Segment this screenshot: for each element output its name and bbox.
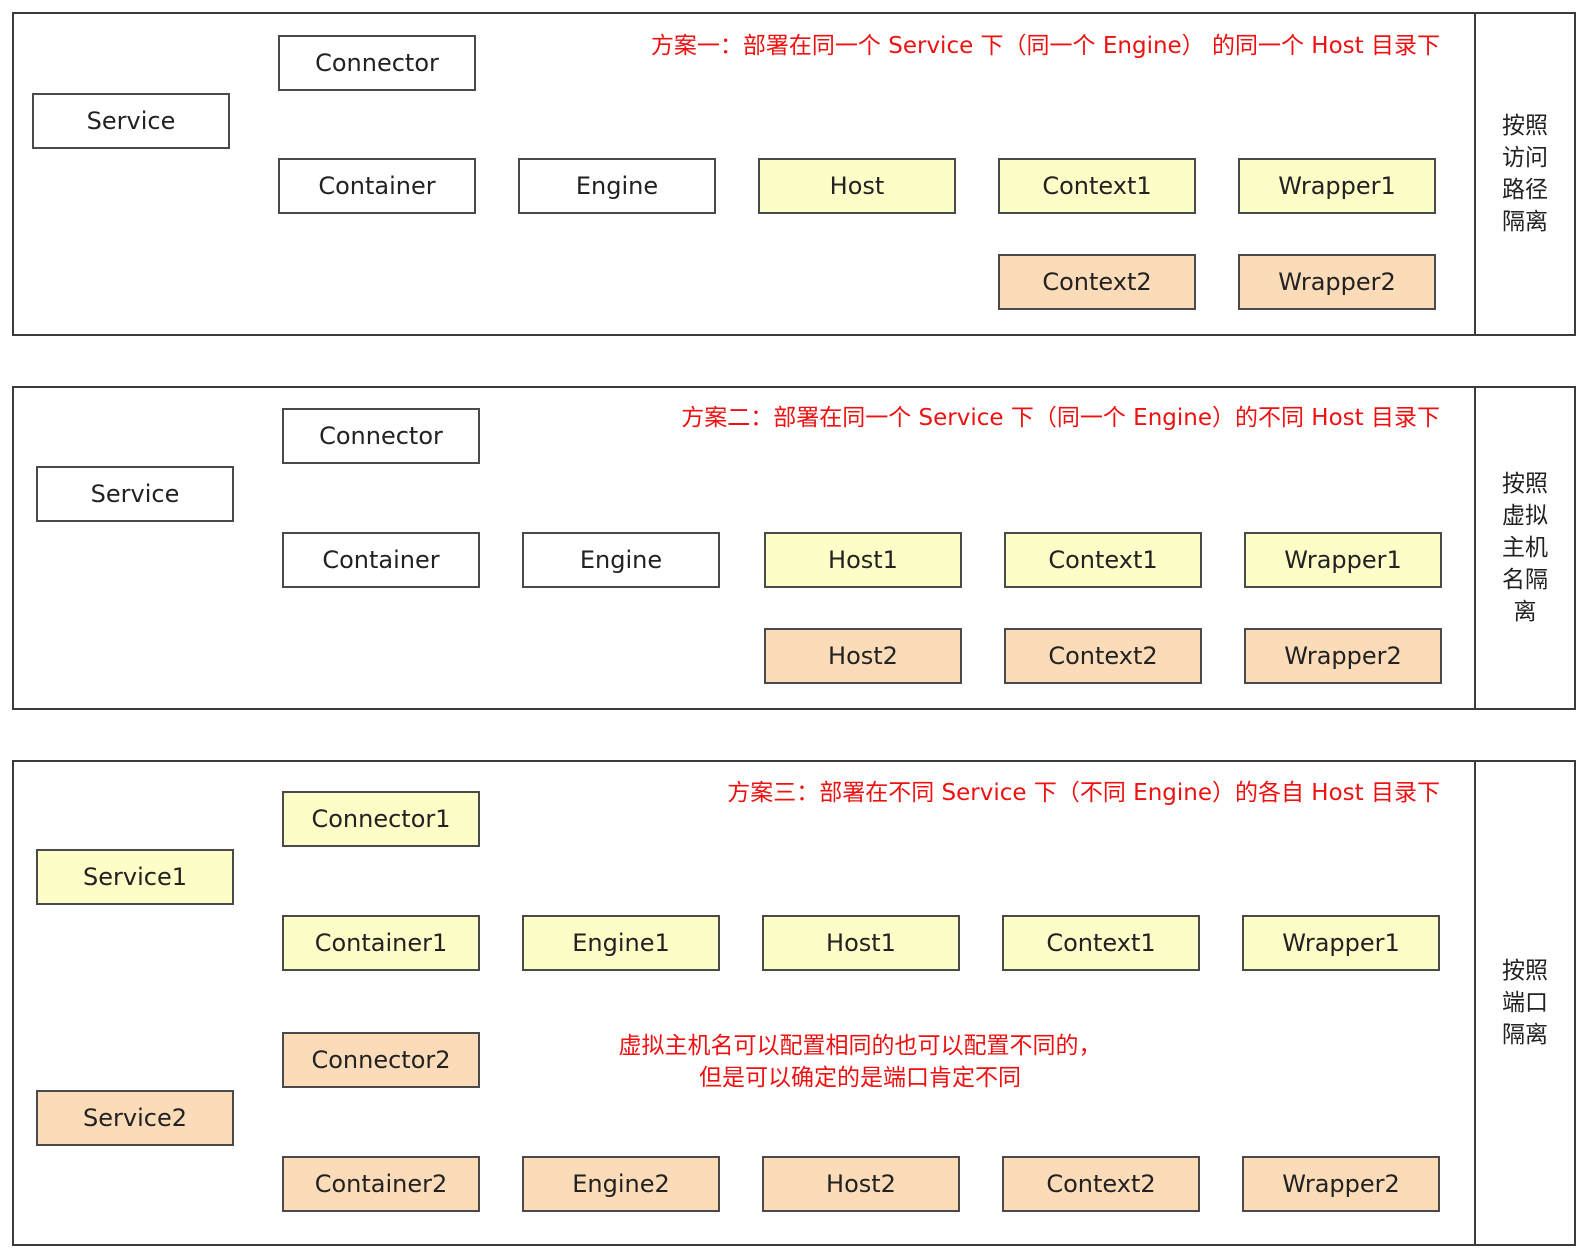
node-container: Container (278, 158, 476, 214)
node-host: Host (758, 158, 956, 214)
panel-1-caption: 方案一：部署在同一个 Service 下（同一个 Engine） 的同一个 Ho… (650, 33, 1440, 59)
panel-3-note: 虚拟主机名可以配置相同的也可以配置不同的，但是可以确定的是端口肯定不同 (610, 1030, 1110, 1094)
node-context2: Context2 (1004, 628, 1202, 684)
panel-2-side-label: 按照虚拟主机名隔离 (1474, 388, 1574, 708)
node-engine1: Engine1 (522, 915, 720, 971)
node-engine: Engine (522, 532, 720, 588)
node-connector1: Connector1 (282, 791, 480, 847)
node-context1: Context1 (998, 158, 1196, 214)
node-host1: Host1 (764, 532, 962, 588)
panel-3-caption: 方案三：部署在不同 Service 下（不同 Engine）的各自 Host 目… (727, 780, 1440, 806)
node-context1: Context1 (1004, 532, 1202, 588)
node-wrapper1: Wrapper1 (1238, 158, 1436, 214)
node-service: Service (36, 466, 234, 522)
node-container2: Container2 (282, 1156, 480, 1212)
node-service: Service (32, 93, 230, 149)
node-container1: Container1 (282, 915, 480, 971)
node-wrapper1: Wrapper1 (1242, 915, 1440, 971)
node-wrapper2: Wrapper2 (1238, 254, 1436, 310)
node-host1: Host1 (762, 915, 960, 971)
node-engine2: Engine2 (522, 1156, 720, 1212)
node-wrapper1: Wrapper1 (1244, 532, 1442, 588)
node-engine: Engine (518, 158, 716, 214)
panel-2-caption: 方案二：部署在同一个 Service 下（同一个 Engine）的不同 Host… (681, 405, 1440, 431)
panel-1-side-label: 按照访问路径隔离 (1474, 14, 1574, 334)
node-host2: Host2 (762, 1156, 960, 1212)
node-context2: Context2 (1002, 1156, 1200, 1212)
node-connector: Connector (278, 35, 476, 91)
node-connector2: Connector2 (282, 1032, 480, 1088)
node-service2: Service2 (36, 1090, 234, 1146)
node-container: Container (282, 532, 480, 588)
node-context1: Context1 (1002, 915, 1200, 971)
node-service1: Service1 (36, 849, 234, 905)
node-host2: Host2 (764, 628, 962, 684)
node-connector: Connector (282, 408, 480, 464)
panel-3-side-label: 按照端口隔离 (1474, 762, 1574, 1244)
node-wrapper2: Wrapper2 (1242, 1156, 1440, 1212)
node-wrapper2: Wrapper2 (1244, 628, 1442, 684)
node-context2: Context2 (998, 254, 1196, 310)
